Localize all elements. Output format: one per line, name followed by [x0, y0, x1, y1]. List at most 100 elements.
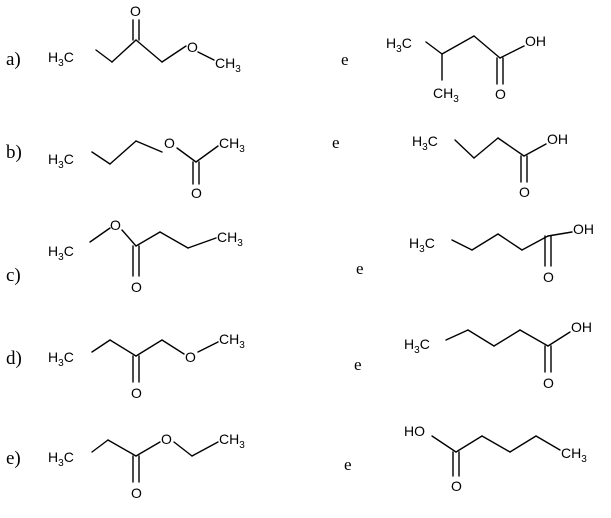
option-e: e) H3C O O CH3 e HO O CH3 — [6, 423, 587, 501]
bond — [473, 35, 501, 59]
bond — [187, 237, 217, 249]
connector-e: e — [356, 259, 364, 278]
connector-e: e — [344, 455, 352, 474]
atom-ch3: CH3 — [215, 55, 241, 75]
bond — [161, 339, 185, 355]
atom-h3c: H3C — [386, 35, 412, 55]
bond — [135, 140, 163, 153]
bond — [481, 435, 511, 453]
atom-o-carbonyl: O — [130, 3, 141, 19]
atom-h3c: H3C — [48, 151, 74, 171]
connector-e: e — [341, 50, 349, 69]
option-a-left-structure: H3C O O CH3 — [48, 3, 241, 75]
atom-o-ester: O — [161, 431, 172, 447]
option-label: b) — [6, 142, 22, 163]
bond — [197, 341, 219, 353]
bond — [89, 227, 111, 243]
bond — [425, 41, 443, 55]
bond — [467, 329, 495, 347]
bond — [509, 435, 537, 453]
connector-e: e — [354, 355, 362, 374]
option-label: c) — [6, 265, 21, 286]
atom-ho: HO — [404, 423, 425, 439]
atom-o-carbonyl: O — [191, 185, 202, 201]
atom-h3c: H3C — [48, 349, 74, 369]
atom-o-ether: O — [185, 349, 196, 365]
atom-o-carbonyl: O — [451, 478, 462, 494]
bond — [451, 239, 473, 251]
connector-e: e — [332, 133, 340, 152]
bond — [109, 339, 137, 357]
atom-o-ester: O — [164, 135, 175, 151]
bond — [519, 329, 549, 347]
bond — [121, 229, 137, 247]
option-label: a) — [6, 49, 21, 70]
atom-ch3: CH3 — [217, 229, 243, 249]
bond — [135, 231, 161, 247]
option-a: a) H3C O O CH3 e H3C CH3 OH O — [6, 3, 546, 105]
bond — [197, 51, 215, 61]
bond — [135, 441, 161, 457]
option-a-right-structure: H3C CH3 OH O — [386, 33, 546, 105]
option-d-right-structure: H3C OH O — [404, 319, 592, 391]
option-e-left-structure: H3C O O CH3 — [48, 431, 245, 501]
bond — [135, 339, 163, 357]
bond — [195, 145, 219, 163]
bond — [161, 45, 187, 63]
bond — [441, 35, 475, 55]
bond — [431, 435, 457, 453]
option-d-left-structure: H3C O O CH3 — [48, 331, 245, 401]
atom-o-carbonyl: O — [543, 375, 554, 391]
option-e-right-structure: HO O CH3 — [404, 423, 587, 494]
option-label: d) — [6, 348, 22, 369]
bond — [497, 233, 523, 251]
atom-h3c: H3C — [412, 133, 438, 153]
atom-h3c: H3C — [48, 49, 74, 69]
option-c-left-structure: H3C O O CH3 — [48, 217, 243, 295]
atom-oh: OH — [571, 319, 592, 335]
atom-h3c: H3C — [48, 243, 74, 263]
atom-ch3: CH3 — [561, 445, 587, 465]
option-b-right-structure: H3C OH O — [412, 131, 568, 200]
bond — [176, 147, 197, 163]
atom-o-ether: O — [187, 39, 198, 55]
option-d: d) H3C O O CH3 e H3C OH O — [6, 319, 592, 401]
bond — [471, 233, 499, 251]
bond — [493, 329, 521, 347]
atom-ch3: CH3 — [219, 331, 245, 351]
option-label: e) — [6, 448, 21, 469]
atom-ch3: CH3 — [219, 135, 245, 155]
bond — [91, 339, 111, 353]
bond — [173, 441, 193, 457]
atom-ch3: CH3 — [219, 431, 245, 451]
bond — [135, 39, 163, 63]
atom-o-carbonyl: O — [543, 269, 554, 285]
bond — [111, 39, 137, 63]
bond — [455, 435, 483, 453]
atom-h3c: H3C — [409, 235, 435, 255]
atom-oh: OH — [547, 131, 568, 147]
bond — [95, 49, 113, 63]
atom-o-carbonyl: O — [131, 385, 142, 401]
atom-o-ester: O — [110, 217, 121, 233]
bond — [109, 140, 137, 165]
bond — [521, 235, 549, 251]
atom-oh: OH — [573, 221, 594, 237]
atom-o-carbonyl: O — [131, 279, 142, 295]
bond — [107, 439, 137, 457]
atom-h3c: H3C — [48, 449, 74, 469]
bond — [535, 435, 561, 451]
atom-h3c: H3C — [404, 336, 430, 356]
bond — [547, 231, 573, 237]
atom-ch3: CH3 — [433, 85, 459, 105]
option-b-left-structure: H3C O O CH3 — [48, 135, 245, 201]
bond — [523, 143, 547, 157]
bond — [473, 137, 499, 159]
bond — [547, 331, 571, 347]
bond — [191, 441, 219, 457]
atom-oh: OH — [525, 33, 546, 49]
bond — [91, 439, 109, 453]
bond — [499, 45, 525, 59]
